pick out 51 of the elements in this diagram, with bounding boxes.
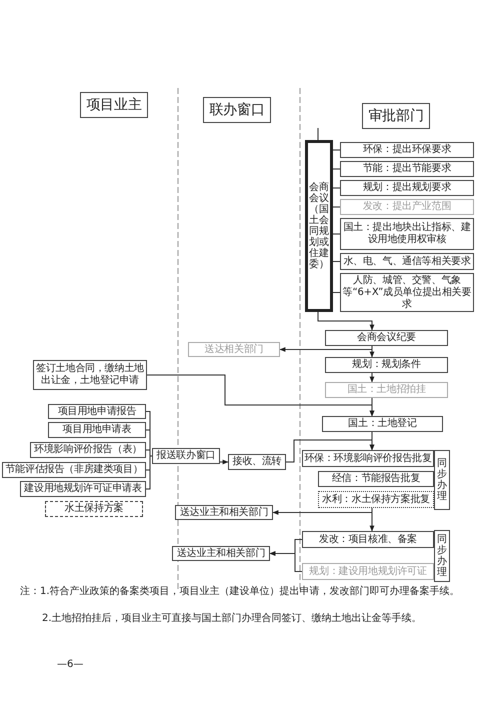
- process-box: 签订土地合同，缴纳土地出让金，土地登记申请: [33, 360, 147, 390]
- process-box: 水土保持方案: [45, 501, 143, 517]
- process-box: 人防、城管、交警、气象等“6+X”成员单位提出相关要求: [340, 273, 474, 312]
- connector-line: [332, 168, 340, 170]
- process-box: 送达业主和相关部门: [172, 546, 270, 561]
- process-box: 报送联办窗口: [152, 448, 220, 464]
- arrow: [220, 460, 229, 464]
- connector-line: [332, 261, 340, 262]
- process-box: 国土：土地登记: [322, 416, 443, 432]
- arrow: [370, 508, 374, 532]
- column-header: 审批部门: [362, 103, 430, 129]
- process-box: 送达相关部门: [188, 342, 280, 357]
- process-box: 水、电、气、通信等相关要求: [340, 253, 474, 270]
- page-number: —6—: [57, 658, 84, 672]
- note-text: 注：1.符合产业政策的备案类项目，项目业主（建设单位）提出申请，发改部门即可办理备案手续。: [20, 585, 461, 598]
- process-box: 国土：提出地块出让指标、建设用地使用权审核: [340, 218, 474, 250]
- process-box: 会商会议纪要: [325, 330, 448, 346]
- process-box: 规划：建设用地规划许可证: [302, 563, 434, 580]
- arrow: [272, 508, 372, 515]
- process-box: 项目用地申请报告: [48, 404, 146, 419]
- process-box: 规划：提出规划要求: [340, 180, 474, 196]
- arrow: [286, 440, 374, 462]
- connector-line: [332, 206, 340, 208]
- column-header: 项目业主: [80, 92, 148, 118]
- process-box: 发改：提出产业范围: [340, 199, 474, 215]
- process-box: 送达业主和相关部门: [175, 505, 273, 520]
- connector-line: [332, 292, 340, 293]
- process-box: 建设用地规划许可证申请表: [20, 481, 146, 497]
- arrow: [269, 551, 302, 572]
- arrow: [146, 374, 374, 417]
- arrow: [370, 432, 374, 451]
- note-box: 同步办理: [434, 530, 450, 582]
- process-box: 规划：规划条件: [325, 357, 448, 373]
- process-box: 环保：环境影响评价报告批复: [302, 450, 434, 467]
- process-box: 水利：水土保持方案批复: [318, 491, 434, 508]
- process-box: 环境影响评价报告（表）: [30, 442, 146, 458]
- process-box: 接收、流转: [228, 454, 286, 470]
- process-box: 项目用地申请表: [48, 422, 146, 438]
- process-box: 经信：节能报告批复: [318, 471, 434, 487]
- process-box: 节能：提出节能要求: [340, 161, 474, 177]
- note-text: 2.土地招拍挂后，项目业主可直接与国土部门办理合同签订、缴纳土地出让金等手续。: [42, 612, 423, 626]
- column-header: 联办窗口: [203, 97, 271, 123]
- process-box: 发改：项目核准、备案: [302, 531, 434, 548]
- process-box: 节能评估报告（非房建类项目）: [2, 462, 146, 478]
- process-box: 环保：提出环保要求: [340, 142, 474, 158]
- arrow: [318, 312, 374, 331]
- process-box: 国土：土地招拍挂: [325, 382, 448, 398]
- arrow: [370, 372, 374, 383]
- note-box: 同步办理: [434, 450, 450, 510]
- meeting-box: 会商会议（国土会同规划或住建委）: [305, 140, 333, 312]
- arrow: [279, 346, 372, 352]
